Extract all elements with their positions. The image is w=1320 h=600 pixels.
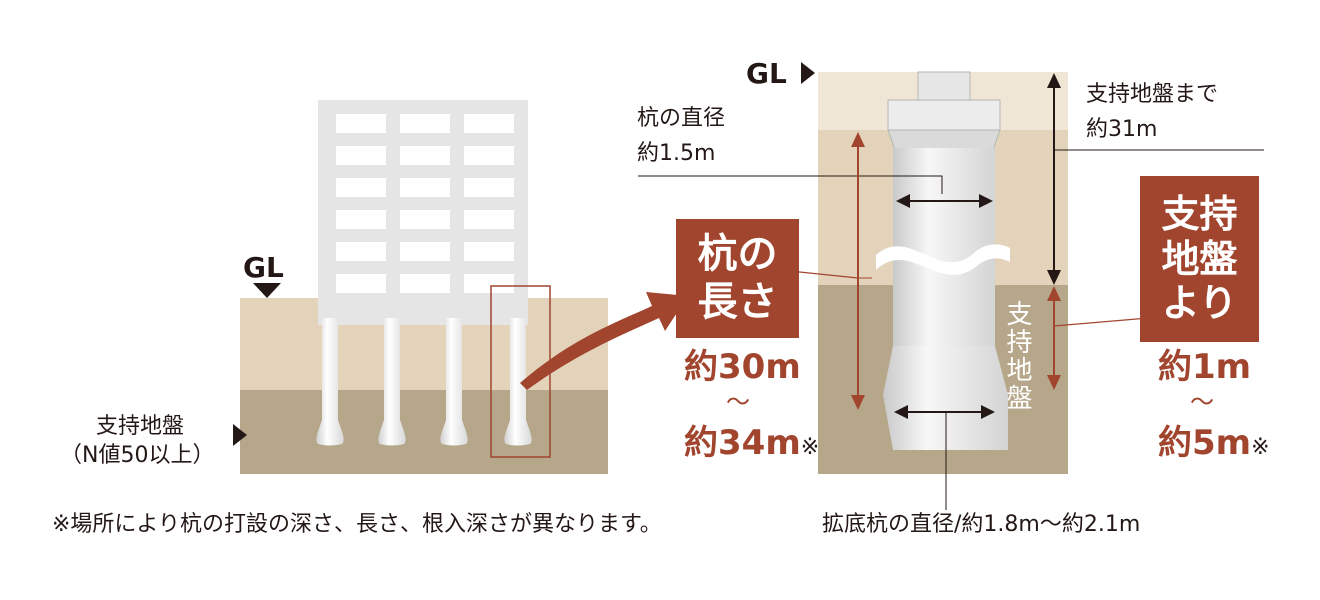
enlarged-base-label: 拡底杭の直径/約1.8m〜約2.1m: [822, 512, 1141, 537]
embed-tilde: 〜: [1190, 388, 1214, 416]
embed-to: 約5m※: [1158, 426, 1270, 460]
bell-diameter-arrow: [894, 405, 995, 419]
left-bearing-sublabel: （N値50以上）: [60, 443, 215, 468]
pile-diameter-value: 約1.5m: [637, 141, 716, 166]
pile-length-to: 約34m※: [684, 426, 819, 460]
bearing-soil-layer: [240, 390, 608, 474]
pile-break-mark: [876, 244, 1010, 275]
building-window: [336, 114, 386, 133]
building-window: [400, 114, 450, 133]
embed-title-1: 支持: [1161, 191, 1238, 236]
building-window: [336, 210, 386, 229]
building-window: [336, 146, 386, 165]
large-pile: [876, 71, 1010, 450]
embed-depth-box: 支持 地盤 より: [1140, 176, 1259, 342]
building-window: [336, 178, 386, 197]
pile-diameter-leader: [638, 175, 943, 194]
pile-cap: [887, 99, 1001, 131]
pile-diameter-label: 杭の直径: [637, 106, 726, 131]
pile-length-arrow: [851, 132, 865, 410]
depth-to-bearing-value: 約31m: [1086, 117, 1158, 142]
embed-title-3: より: [1161, 281, 1238, 326]
building-window: [400, 242, 450, 261]
pile-shaft: [893, 148, 995, 348]
small-pile: [504, 318, 532, 446]
left-bearing-label: 支持地盤: [96, 414, 185, 439]
pile-cap-bevel: [887, 129, 1001, 151]
pile-length-title-2: 長さ: [697, 278, 778, 325]
callout-arrow: [520, 292, 688, 390]
bearing-marker-right-icon: [233, 424, 247, 446]
embed-to-value: 約5m: [1158, 423, 1252, 463]
embed-from: 約1m: [1158, 347, 1252, 387]
pile-length-box: 杭の 長さ: [676, 219, 799, 338]
building-window: [400, 210, 450, 229]
pile-diameter-arrow: [896, 194, 993, 208]
left-gl-label: GL: [243, 251, 284, 284]
embed-depth-arrow: [1047, 286, 1061, 390]
small-pile: [378, 318, 406, 446]
pile-length-title-1: 杭の: [697, 231, 778, 278]
small-pile: [316, 318, 344, 446]
building-window: [400, 274, 450, 293]
building-windows: [336, 114, 514, 293]
embed-note-mark: ※: [1251, 435, 1270, 460]
gl-marker-right-icon: [801, 62, 815, 84]
building: [318, 100, 528, 325]
gl-marker-down-icon: [253, 283, 281, 298]
pile-length-tilde: 〜: [726, 388, 750, 416]
building-window: [464, 274, 514, 293]
building-window: [336, 242, 386, 261]
building-window: [400, 178, 450, 197]
building-window: [464, 210, 514, 229]
pile-length-to-value: 約34m: [684, 423, 801, 463]
pile-length-note-mark: ※: [800, 435, 820, 460]
bearing-vertical-label: 支持地盤: [1002, 300, 1032, 412]
building-window: [464, 178, 514, 197]
small-pile: [440, 318, 468, 446]
embed-title-2: 地盤: [1161, 236, 1238, 281]
footnote: ※場所により杭の打設の深さ、長さ、根入深さが異なります。: [52, 512, 662, 537]
depth-to-bearing-label: 支持地盤まで: [1086, 82, 1219, 107]
building-window: [400, 146, 450, 165]
pile-length-from: 約30m: [684, 347, 801, 387]
pile-bell: [883, 346, 1008, 450]
embed-leader: [1053, 317, 1149, 327]
left-piles: [316, 318, 532, 446]
building-window: [464, 242, 514, 261]
depth-to-bearing-arrow: [1047, 73, 1061, 285]
pile-top: [917, 71, 971, 103]
right-gl-label: GL: [746, 57, 787, 90]
building-window: [336, 274, 386, 293]
building-window: [464, 114, 514, 133]
building-window: [464, 146, 514, 165]
